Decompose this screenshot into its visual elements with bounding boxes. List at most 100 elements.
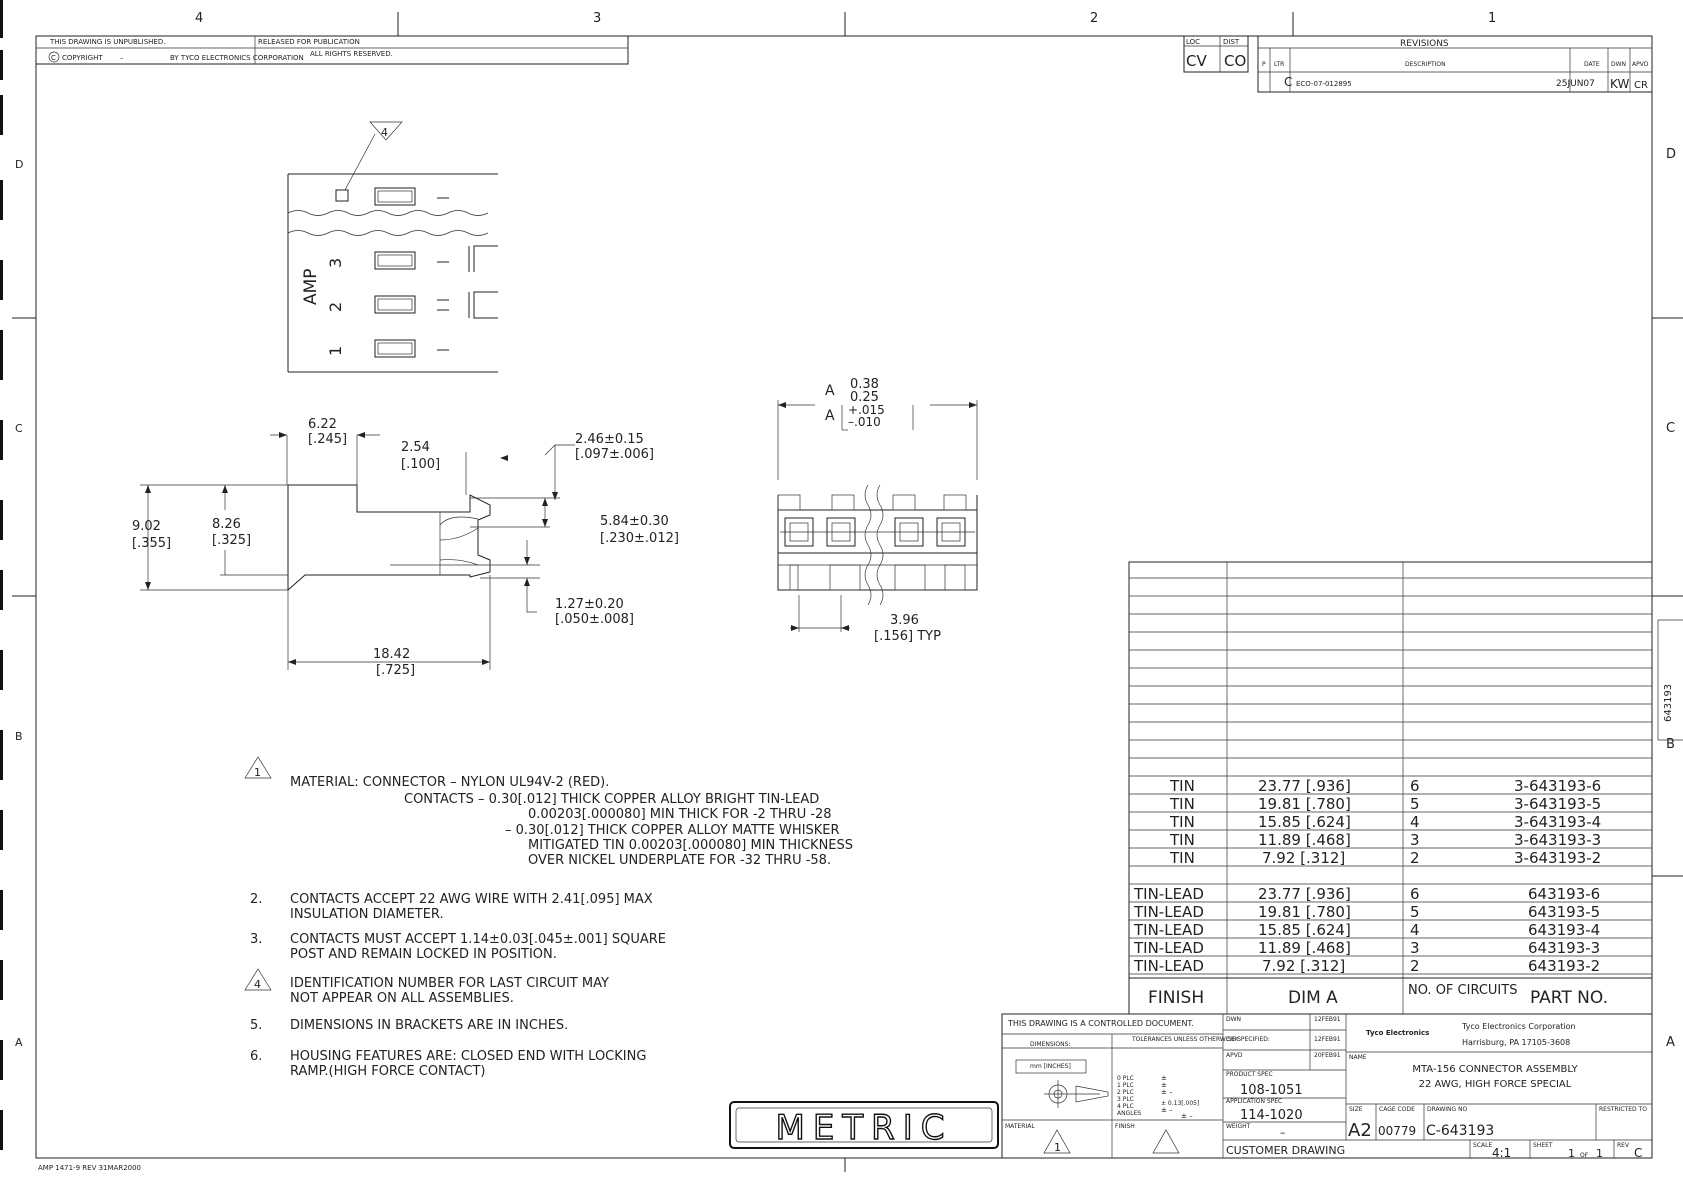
svg-text:± –: ± –: [1161, 1106, 1173, 1114]
parts-row-4-part: 3-643193-3: [1514, 831, 1601, 849]
revisions-block: LOC DIST CV CO REVISIONS P LTR DESCRIPTI…: [1183, 35, 1653, 93]
rights-label: ALL RIGHTS RESERVED.: [310, 50, 393, 58]
note-6-line-1: HOUSING FEATURES ARE: CLOSED END WITH LO…: [290, 1049, 646, 1064]
svg-text:APVD: APVD: [1632, 61, 1649, 68]
svg-text:RESTRICTED TO: RESTRICTED TO: [1599, 1106, 1647, 1113]
svg-text:–: –: [120, 54, 124, 62]
svg-text:2 PLC: 2 PLC: [1117, 1089, 1134, 1096]
svg-text:4: 4: [381, 126, 388, 139]
cage-code: 00779: [1378, 1124, 1416, 1138]
zone-left-d: D: [15, 158, 23, 171]
parts-row-7-part: 643193-5: [1528, 903, 1600, 921]
side-part-number: 643193: [1657, 619, 1683, 741]
parts-header-circuits: NO. OF CIRCUITS: [1408, 983, 1517, 998]
parts-row-1-part: 3-643193-6: [1514, 777, 1601, 795]
parts-row-5-finish: TIN: [1169, 849, 1195, 867]
note-1-line-6: OVER NICKEL UNDERPLATE FOR -32 THRU -58.: [528, 853, 831, 868]
parts-row-6-circuits: 6: [1410, 885, 1420, 903]
top-view: 4 AMP 3 2 1: [287, 121, 498, 373]
svg-text:REV: REV: [1617, 1142, 1630, 1149]
svg-text:[.245]: [.245]: [308, 432, 347, 447]
title-block: THIS DRAWING IS A CONTROLLED DOCUMENT. D…: [1001, 1013, 1653, 1160]
note-3-line-2: POST AND REMAIN LOCKED IN POSITION.: [290, 947, 557, 962]
svg-text:SCALE: SCALE: [1473, 1142, 1492, 1149]
controlled-note: THIS DRAWING IS A CONTROLLED DOCUMENT.: [1007, 1019, 1194, 1028]
edge-marks: [0, 0, 3, 1150]
svg-text:± –: ± –: [1181, 1112, 1193, 1120]
svg-text:DWN: DWN: [1226, 1016, 1241, 1023]
company-address: Harrisburg, PA 17105-3608: [1462, 1038, 1570, 1047]
revision-dwn: KW: [1610, 77, 1629, 91]
parts-row-1-circuits: 6: [1410, 777, 1420, 795]
parts-header-part: PART NO.: [1530, 988, 1608, 1008]
svg-text:6.22: 6.22: [308, 417, 337, 432]
released-label: RELEASED FOR PUBLICATION: [258, 38, 360, 46]
parts-row-1-finish: TIN: [1169, 777, 1195, 795]
parts-row-8-finish: TIN-LEAD: [1133, 921, 1204, 939]
svg-text:3.96: 3.96: [890, 613, 919, 628]
svg-text:0 PLC: 0 PLC: [1117, 1075, 1134, 1082]
svg-text:2.54: 2.54: [401, 440, 430, 455]
revision: C: [1634, 1146, 1642, 1160]
svg-text:SIZE: SIZE: [1349, 1106, 1363, 1113]
note-2-line-1: CONTACTS ACCEPT 22 AWG WIRE WITH 2.41[.0…: [290, 892, 653, 907]
note-4-line-2: NOT APPEAR ON ALL ASSEMBLIES.: [290, 991, 514, 1006]
svg-text:1: 1: [1568, 1147, 1575, 1160]
pin-number-1: 1: [326, 346, 345, 356]
note-2-line-2: INSULATION DIAMETER.: [290, 907, 444, 922]
svg-text:1: 1: [1054, 1141, 1061, 1154]
parts-row-3-circuits: 4: [1410, 813, 1420, 831]
side-view: 6.22 [.245] 2.54 [.100] 2.46±0.15 [.097±…: [132, 417, 679, 678]
parts-row-2-circuits: 5: [1410, 795, 1420, 813]
parts-row-2-dim: 19.81 [.780]: [1258, 795, 1351, 813]
svg-text:DIMENSIONS:: DIMENSIONS:: [1030, 1041, 1070, 1048]
svg-text:4: 4: [254, 978, 261, 991]
zone-left-b: B: [15, 730, 23, 743]
zone-right-a: A: [1666, 1035, 1675, 1050]
sheet-size: A2: [1348, 1120, 1372, 1141]
revision-letter: C: [1284, 75, 1292, 89]
svg-text:± 0.13[.005]: ± 0.13[.005]: [1161, 1100, 1199, 1107]
zone-right-b: B: [1666, 737, 1675, 752]
application-spec: 114-1020: [1240, 1108, 1303, 1123]
note-1-line-2: CONTACTS – 0.30[.012] THICK COPPER ALLOY…: [404, 792, 819, 807]
parts-row-7-dim: 19.81 [.780]: [1258, 903, 1351, 921]
dist-value: CO: [1224, 52, 1246, 70]
zone-top-4: 4: [195, 11, 203, 26]
svg-text:3 PLC: 3 PLC: [1117, 1096, 1134, 1103]
parts-row-10-part: 643193-2: [1528, 957, 1600, 975]
svg-text:5.: 5.: [250, 1018, 262, 1033]
svg-text:DATE: DATE: [1584, 61, 1600, 68]
svg-text:[.230±.012]: [.230±.012]: [600, 531, 679, 546]
svg-text:9.02: 9.02: [132, 519, 161, 534]
svg-text:LTR: LTR: [1274, 61, 1284, 68]
zone-right-c: C: [1666, 421, 1675, 436]
parts-row-6-part: 643193-6: [1528, 885, 1600, 903]
zone-top-2: 2: [1090, 11, 1098, 26]
parts-row-4-circuits: 3: [1410, 831, 1420, 849]
end-view: 0.38 0.25 A +.015 –.010 A: [777, 377, 978, 644]
svg-text:A: A: [825, 383, 835, 399]
parts-header-finish: FINISH: [1148, 988, 1204, 1008]
svg-text:3.: 3.: [250, 932, 262, 947]
parts-row-6-dim: 23.77 [.936]: [1258, 885, 1351, 903]
svg-text:NAME: NAME: [1349, 1054, 1367, 1061]
scale: 4:1: [1492, 1146, 1511, 1160]
svg-text:–.010: –.010: [848, 415, 881, 429]
svg-text:–: –: [1280, 1126, 1286, 1139]
svg-text:DRAWING NO: DRAWING NO: [1427, 1106, 1468, 1113]
parts-row-2-finish: TIN: [1169, 795, 1195, 813]
zone-labels: 4 3 2 1 D C B A D C B A: [15, 11, 1676, 1050]
parts-row-8-circuits: 4: [1410, 921, 1420, 939]
zone-right-d: D: [1666, 147, 1676, 162]
note-5-line-1: DIMENSIONS IN BRACKETS ARE IN INCHES.: [290, 1018, 568, 1033]
svg-text:APVD: APVD: [1226, 1052, 1243, 1059]
svg-text:[.100]: [.100]: [401, 457, 440, 472]
zone-left-a: A: [15, 1036, 23, 1049]
unpublished-label: THIS DRAWING IS UNPUBLISHED.: [49, 38, 165, 46]
parts-row-9-finish: TIN-LEAD: [1133, 939, 1204, 957]
revision-description: ECO-07-012895: [1296, 80, 1352, 88]
svg-text:±: ±: [1161, 1081, 1167, 1089]
svg-text:CHK: CHK: [1226, 1036, 1240, 1043]
